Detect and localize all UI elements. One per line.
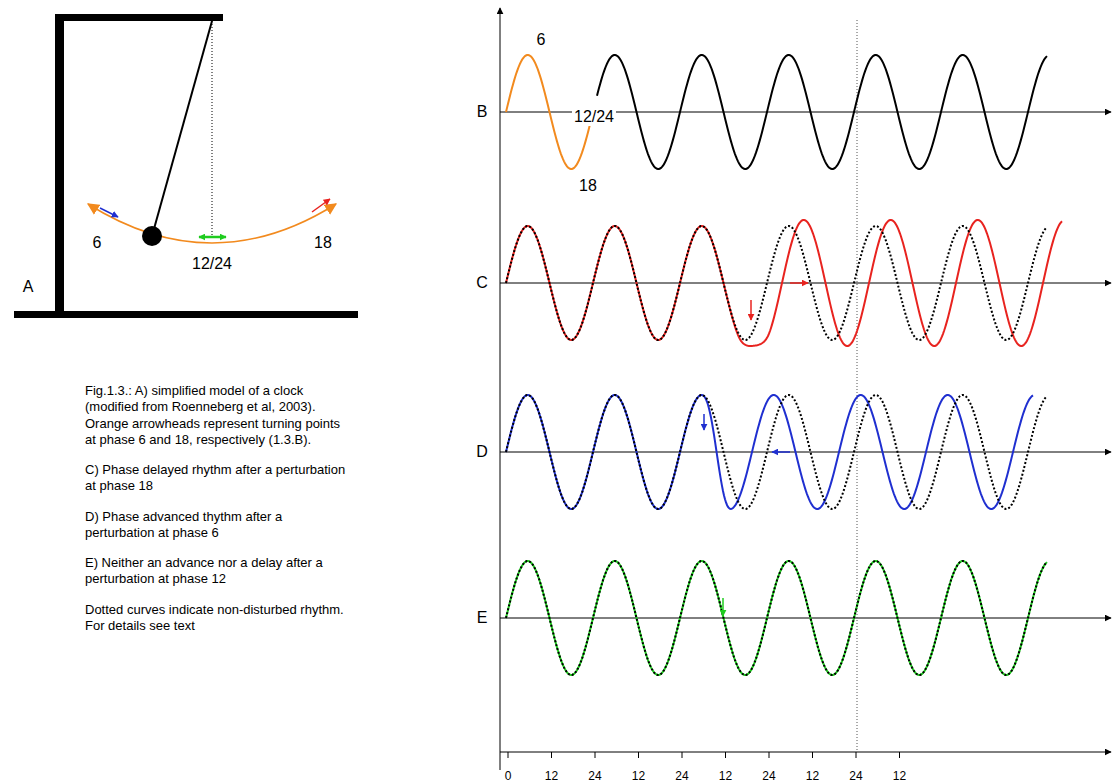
tick-mark xyxy=(682,752,683,758)
baseline-axis xyxy=(500,618,1111,619)
caption-block: Fig.1.3.: A) simplified model of a clock… xyxy=(85,383,350,648)
panel-letter: A xyxy=(23,279,34,295)
time-axis xyxy=(500,752,1111,753)
rhythm-curves xyxy=(506,55,1062,675)
tick-mark xyxy=(812,752,813,758)
tick-mark xyxy=(508,752,509,758)
shift-arrow xyxy=(790,282,808,284)
panel-letter: D xyxy=(476,444,488,460)
rest-line xyxy=(212,21,213,238)
tick-mark xyxy=(595,752,596,758)
tick-label: 12 xyxy=(806,770,819,782)
tick-label: 12 xyxy=(632,770,645,782)
panel-letter: E xyxy=(477,610,488,626)
shift-arrow xyxy=(772,451,790,453)
tick-label: 0 xyxy=(505,770,512,782)
phase-label: 12/24 xyxy=(572,108,616,126)
frame-post xyxy=(55,14,64,316)
tick-label: 24 xyxy=(588,770,601,782)
phase-label: 18 xyxy=(577,177,599,195)
perturbation-arrow xyxy=(703,414,705,430)
panel-letter: C xyxy=(476,275,488,291)
phase-label: 18 xyxy=(314,235,332,251)
tick-mark xyxy=(856,752,857,758)
undisturbed-curve xyxy=(506,561,1047,675)
caption-note: C) Phase delayed rhythm after a perturba… xyxy=(85,462,350,495)
figure-caption: Fig.1.3.: A) simplified model of a clock… xyxy=(85,383,350,448)
caption-note: E) Neither an advance nor a delay after … xyxy=(85,555,350,588)
tick-label: 24 xyxy=(762,770,775,782)
neutral-arrow xyxy=(199,236,226,239)
caption-note: D) Phase advanced thythm after a perturb… xyxy=(85,509,350,542)
tick-mark xyxy=(899,752,900,758)
phase-label: 12/24 xyxy=(192,256,232,272)
rhythm-curve xyxy=(597,55,1047,169)
tick-label: 12 xyxy=(893,770,906,782)
tick-label: 12 xyxy=(719,770,732,782)
perturbation-arrow xyxy=(722,598,724,616)
panel-letter: B xyxy=(477,104,488,120)
swing-arc xyxy=(88,204,336,243)
tick-mark xyxy=(638,752,639,758)
phase-label: 6 xyxy=(535,31,548,49)
tick-label: 12 xyxy=(545,770,558,782)
undisturbed-curve xyxy=(506,395,1047,509)
tick-label: 24 xyxy=(675,770,688,782)
tick-mark xyxy=(769,752,770,758)
delay-arrow xyxy=(312,199,330,212)
pendulum-model xyxy=(14,14,358,318)
perturbation-arrow xyxy=(750,300,752,320)
frame-base xyxy=(14,311,358,318)
delayed-curve xyxy=(506,220,1062,346)
neutral-curve xyxy=(506,561,1047,675)
caption-note: Dotted curves indicate non-disturbed rhy… xyxy=(85,602,350,635)
baseline-axis xyxy=(500,283,1111,284)
baseline-axis xyxy=(500,452,1111,453)
chart-axes xyxy=(500,8,1111,770)
tick-mark xyxy=(725,752,726,758)
tick-mark xyxy=(551,752,552,758)
phase-label: 6 xyxy=(93,235,102,251)
advanced-curve xyxy=(506,395,1033,509)
reference-line xyxy=(857,20,858,752)
pendulum-rod xyxy=(152,21,212,236)
y-axis xyxy=(500,8,501,770)
pendulum-bob xyxy=(142,226,162,246)
frame-beam xyxy=(55,14,223,21)
tick-label: 24 xyxy=(849,770,862,782)
undisturbed-curve xyxy=(506,226,1047,340)
advance-arrow xyxy=(100,208,118,217)
